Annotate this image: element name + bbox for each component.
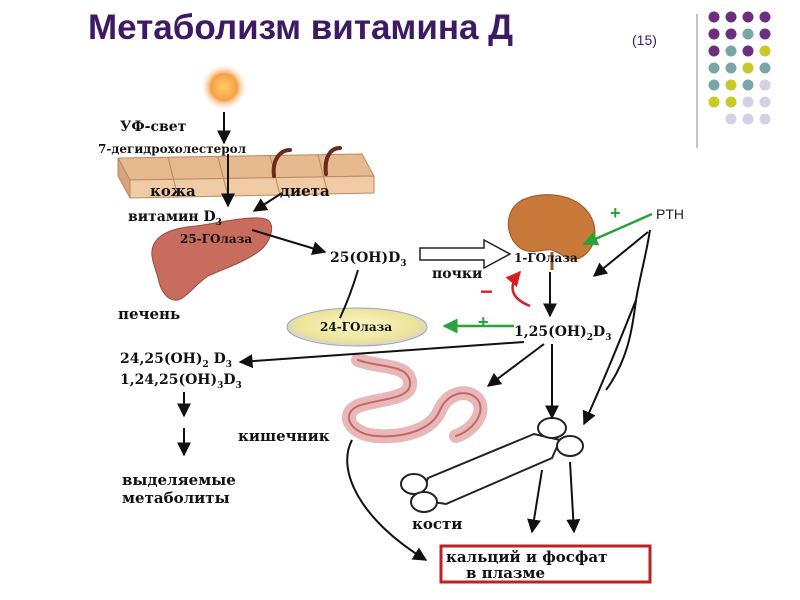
excreted-metabolites-line1: выделяемые — [122, 471, 236, 489]
plasma-box — [439, 544, 652, 584]
pth-plus-sign: + — [610, 203, 621, 223]
metabolite-24-25-label: 24,25(OH)2 D3 — [120, 351, 232, 370]
hydroxylase-24-label: 24-ГОлаза — [320, 320, 392, 334]
pth-label: PTH — [656, 206, 684, 222]
intestine-icon — [341, 353, 488, 444]
hydroxylase-1-label: 1-ГОлаза — [514, 251, 578, 265]
sun-icon — [200, 63, 248, 111]
dehydrocholesterol-label: 7-дегидрохолестерол — [98, 142, 247, 156]
hydroxylase-24-ellipse — [286, 307, 428, 347]
oh25-d3-label: 25(OH)D3 — [330, 250, 407, 269]
liver-label: печень — [118, 305, 180, 323]
kidney-icon — [507, 194, 596, 260]
uv-light-label: УФ-свет — [120, 119, 187, 135]
positive-regulation-arrows — [442, 212, 653, 334]
liver-icon — [151, 217, 273, 301]
metabolite-1-24-25-label: 1,24,25(OH)3D3 — [120, 372, 242, 391]
vitamin-d3-label: витамин D3 — [128, 209, 222, 228]
intestine-label: кишечник — [238, 427, 330, 445]
slide-title: Метаболизм витамина Д — [88, 8, 514, 47]
pathway-arrows — [177, 112, 651, 561]
kidneys-label: почки — [432, 266, 482, 282]
skin-layer-icon — [117, 146, 375, 199]
hydroxylase-25-label: 25-ГОлаза — [180, 232, 252, 246]
bone-icon — [400, 417, 584, 513]
bones-label: кости — [412, 515, 462, 533]
negative-regulation-arrow — [505, 270, 531, 308]
diet-label: диета — [280, 182, 330, 200]
kidney-input-arrow — [419, 238, 512, 270]
slide-number: (15) — [632, 32, 657, 48]
hydroxylase-24-plus-sign: + — [478, 312, 489, 332]
plasma-label-line1: кальций и фосфат — [446, 548, 607, 566]
calcitriol-label: 1,25(OH)2D3 — [514, 324, 611, 343]
excreted-metabolites-line2: метаболиты — [122, 489, 230, 507]
minus-sign: − — [480, 279, 493, 304]
skin-label: кожа — [150, 182, 196, 200]
plasma-label-line2: в плазме — [466, 564, 545, 582]
decorative-dot-grid — [696, 11, 771, 148]
